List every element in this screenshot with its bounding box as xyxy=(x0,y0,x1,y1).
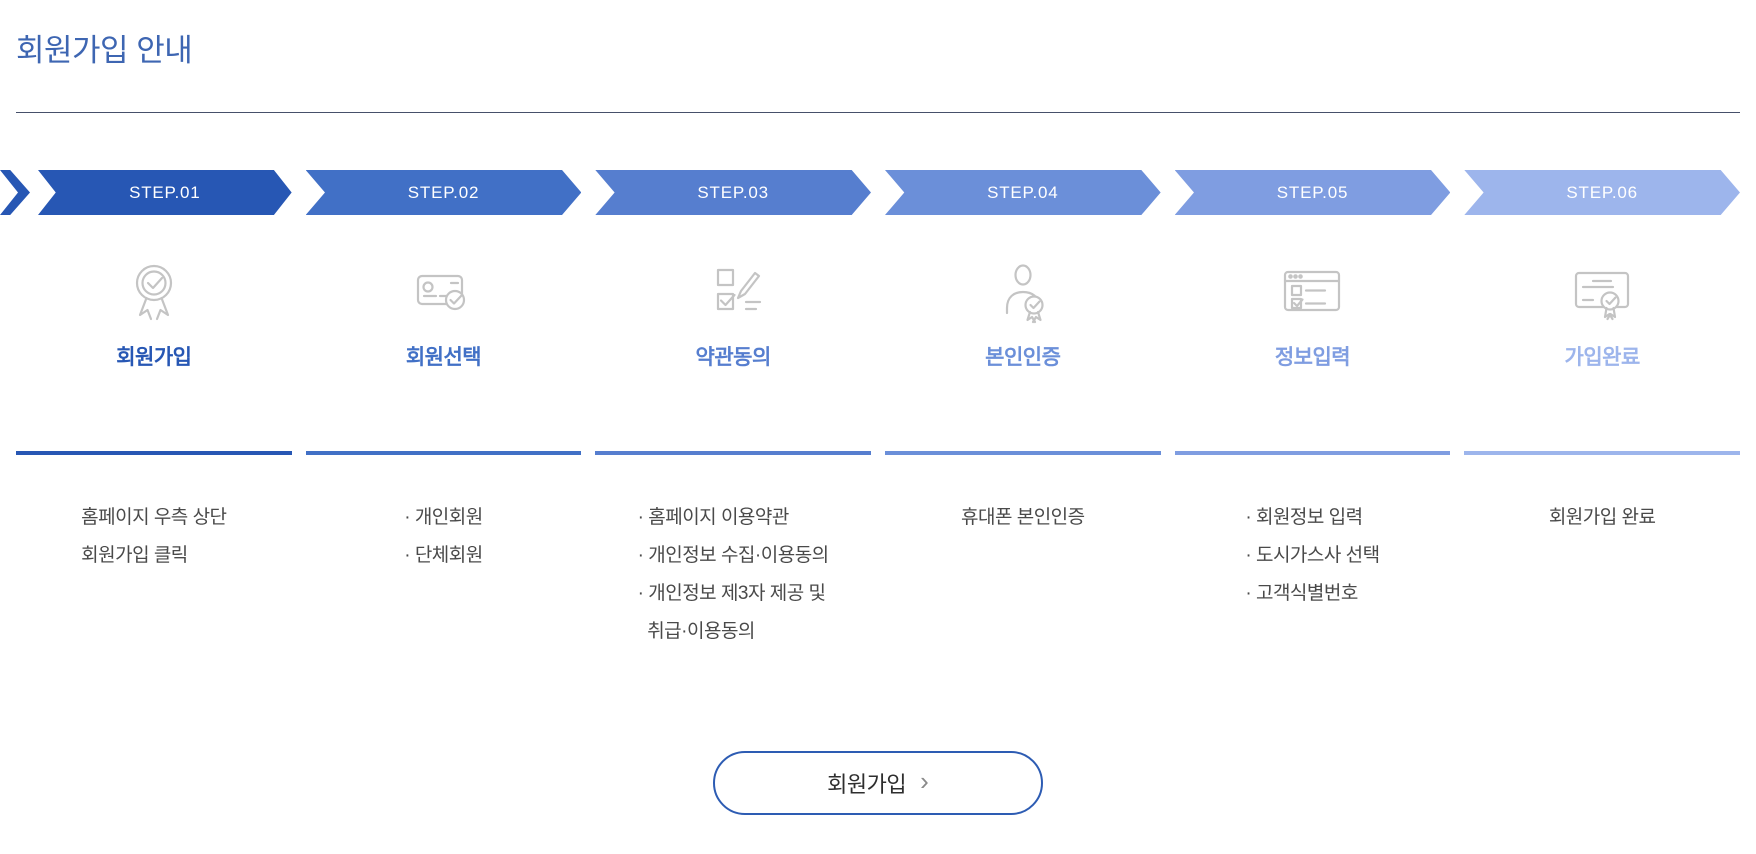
signup-button-label: 회원가입 xyxy=(827,772,907,797)
step-name: 약관동의 xyxy=(695,346,772,369)
step-desc: 휴대폰 본인인증 xyxy=(885,499,1161,537)
desc-line: · 고객식별번호 xyxy=(1245,583,1358,604)
desc-line: 취급·이용동의 xyxy=(637,621,755,642)
step-name: 가입완료 xyxy=(1564,346,1641,369)
desc-line: 회원가입 클릭 xyxy=(81,545,188,566)
desc-line: · 도시가스사 선택 xyxy=(1245,545,1380,566)
step-column-6: STEP.06 가입완료 회원가입 완료 xyxy=(1464,170,1740,651)
signup-button[interactable]: 회원가입 › xyxy=(713,751,1043,815)
step-arrow-3: STEP.03 xyxy=(595,170,871,215)
step-column-5: STEP.05 정보입력 xyxy=(1174,170,1451,651)
step-desc: 홈페이지 우측 상단 회원가입 클릭 xyxy=(16,499,292,575)
step-underline xyxy=(884,451,1161,455)
desc-line: · 개인정보 수집·이용동의 xyxy=(637,545,830,566)
cta-row: 회원가입 › xyxy=(0,751,1756,815)
step-column-3: STEP.03 약관동의 · 홈페이지 이용약관 · 개인정보 수집·이용동의 xyxy=(595,170,871,651)
checklist-pen-icon xyxy=(595,253,871,329)
signup-steps: STEP.01 회원가입 홈페이지 우측 상단 회원가입 클릭 xyxy=(0,170,1756,651)
step-label: STEP.01 xyxy=(129,182,201,202)
step-desc: · 개인회원 · 단체회원 xyxy=(306,499,582,575)
step-underline xyxy=(595,451,871,455)
desc-line: · 홈페이지 이용약관 xyxy=(637,507,790,528)
step-label: STEP.06 xyxy=(1566,182,1638,202)
step-name: 회원선택 xyxy=(405,346,482,369)
certificate-check-icon xyxy=(1464,253,1740,329)
desc-line: 홈페이지 우측 상단 xyxy=(81,507,227,528)
step-column-1: STEP.01 회원가입 홈페이지 우측 상단 회원가입 클릭 xyxy=(0,170,292,651)
step-arrow-2: STEP.02 xyxy=(305,170,582,215)
desc-line: · 개인정보 제3자 제공 및 xyxy=(637,583,826,604)
step-name: 본인인증 xyxy=(985,346,1061,369)
step-underline xyxy=(1464,451,1740,455)
chevron-right-icon: › xyxy=(920,766,929,796)
step-desc: · 회원정보 입력 · 도시가스사 선택 · 고객식별번호 xyxy=(1175,499,1451,613)
step-name: 회원가입 xyxy=(116,346,192,369)
page-title: 회원가입 안내 xyxy=(16,33,193,68)
desc-line: · 단체회원 xyxy=(404,545,483,566)
step-column-4: STEP.04 본인인증 휴대폰 본인인증 xyxy=(884,170,1161,651)
step-underline xyxy=(1174,451,1451,455)
step-desc: · 홈페이지 이용약관 · 개인정보 수집·이용동의 · 개인정보 제3자 제공… xyxy=(595,499,871,651)
desc-line: 회원가입 완료 xyxy=(1548,507,1656,528)
step-label: STEP.04 xyxy=(987,182,1059,202)
step-label: STEP.05 xyxy=(1276,182,1349,202)
step-desc: 회원가입 완료 xyxy=(1464,499,1740,537)
step-name: 정보입력 xyxy=(1274,346,1351,369)
leading-chevron-decoration xyxy=(0,170,30,215)
step-arrow-4: STEP.04 xyxy=(884,170,1161,215)
step-column-2: STEP.02 회원선택 · 개인회원 · 단체회원 xyxy=(305,170,582,651)
step-label: STEP.02 xyxy=(407,182,480,202)
title-divider xyxy=(16,112,1740,113)
step-arrow-6: STEP.06 xyxy=(1464,170,1740,215)
desc-line: · 개인회원 xyxy=(404,507,483,528)
desc-line: · 회원정보 입력 xyxy=(1245,507,1363,528)
id-card-check-icon xyxy=(306,253,582,329)
browser-form-icon xyxy=(1175,253,1451,329)
step-underline xyxy=(305,451,582,455)
step-arrow-5: STEP.05 xyxy=(1174,170,1451,215)
person-badge-icon xyxy=(885,253,1161,329)
step-underline xyxy=(16,451,292,455)
step-label: STEP.03 xyxy=(697,182,769,202)
desc-line: 휴대폰 본인인증 xyxy=(961,507,1085,528)
award-ribbon-icon xyxy=(16,253,292,329)
step-arrow-1: STEP.01 xyxy=(38,170,292,215)
